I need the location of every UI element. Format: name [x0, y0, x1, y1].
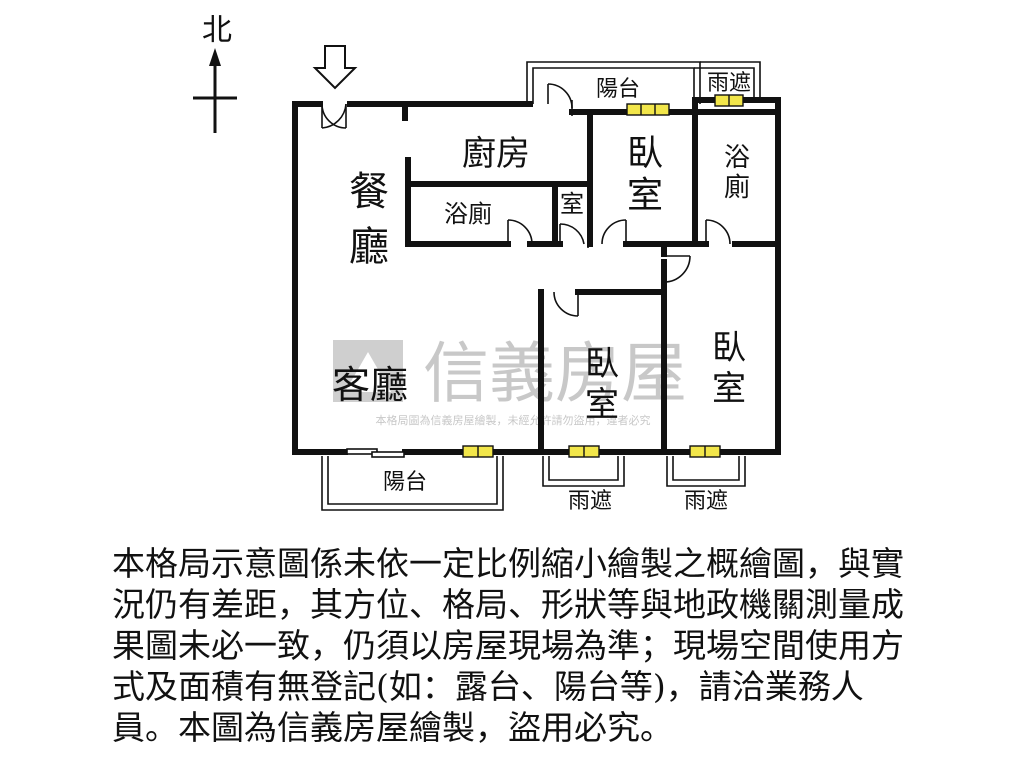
living-sliding-door-icon	[346, 448, 405, 458]
bedroom-top-label-2: 室	[627, 175, 663, 216]
bath-right-label-1: 浴	[724, 143, 750, 173]
balcony-outlines	[321, 61, 761, 511]
small-room-label: 室	[560, 190, 584, 218]
north-label: 北	[202, 13, 232, 48]
bath-left-door-icon	[507, 219, 533, 245]
awning-bottom-left-label: 雨遮	[568, 489, 612, 514]
dining-label-1: 餐	[349, 169, 389, 215]
bedroom-middle-door-icon	[553, 291, 579, 317]
window-icon	[689, 445, 721, 458]
balcony-bottom-label: 陽台	[383, 470, 427, 495]
bedroom-middle-label-1: 臥	[585, 344, 619, 384]
window-icon	[568, 445, 600, 458]
bath-right-label-2: 廁	[724, 173, 750, 203]
bath-right-door-icon	[705, 219, 731, 245]
north-compass: 北	[193, 13, 237, 133]
balcony-door-icon	[547, 83, 573, 116]
watermark: 信義房屋 本格局圖為信義房屋繪製，未經允許請勿盜用，違者必究	[333, 335, 687, 427]
watermark-brand: 信義房屋	[423, 335, 687, 412]
bath-left-label: 浴廁	[444, 200, 492, 228]
small-room-door-icon	[559, 223, 589, 248]
north-arrow-icon	[209, 48, 221, 66]
bedroom-top-label-1: 臥	[627, 133, 663, 174]
room-labels: 餐 廳 客廳 廚房 浴廁 室 臥 室 浴 廁 臥 室 臥 室 陽台 雨遮 陽台 …	[332, 71, 751, 514]
bedroom-top-door-icon	[601, 219, 627, 245]
balcony-top-label: 陽台	[596, 77, 640, 102]
bedroom-right-label-2: 室	[712, 369, 746, 409]
doors	[321, 83, 731, 458]
window-icon	[626, 103, 670, 116]
kitchen-label: 廚房	[462, 134, 530, 174]
window-icon	[714, 94, 744, 107]
disclaimer-text: 本格局示意圖係未依一定比例縮小繪製之概繪圖，與實況仍有差距，其方位、格局、形狀等…	[112, 544, 904, 747]
bedroom-middle-label-2: 室	[585, 385, 619, 425]
watermark-notice: 本格局圖為信義房屋繪製，未經允許請勿盜用，違者必究	[376, 413, 651, 427]
dining-label-2: 廳	[349, 224, 389, 270]
awning-top-label: 雨遮	[707, 71, 751, 96]
entrance-arrow-icon	[312, 45, 358, 90]
awning-bottom-right-label: 雨遮	[684, 489, 728, 514]
entry-door-icon	[321, 103, 347, 129]
walls	[292, 97, 781, 455]
window-icon	[462, 445, 494, 458]
living-label: 客廳	[332, 363, 408, 407]
windows	[462, 94, 744, 458]
bedroom-right-label-1: 臥	[712, 328, 746, 368]
bedroom-right-door-icon	[663, 255, 691, 283]
floor-plan: 北 信義房屋 本格局圖為信義房屋繪製，未經允許請勿盜用，違者必究	[193, 13, 781, 514]
